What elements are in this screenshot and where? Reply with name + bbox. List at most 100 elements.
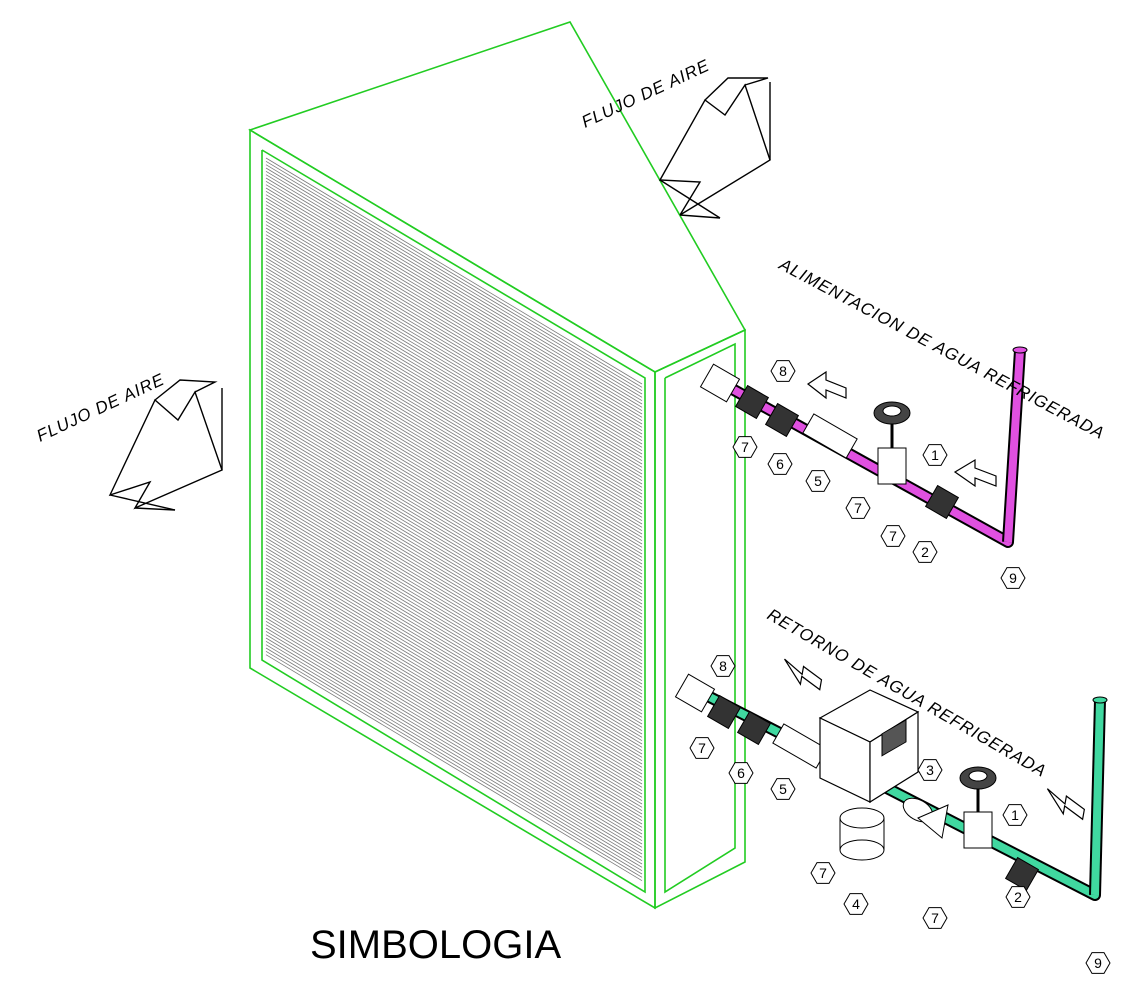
fin-line	[265, 427, 643, 655]
marker-number: 7	[819, 865, 827, 881]
supply-flow-arrows	[806, 370, 997, 488]
return-marker: 2	[1005, 886, 1031, 908]
fin-line	[265, 324, 643, 552]
fin-line	[265, 207, 643, 435]
fin-line	[265, 474, 643, 702]
fin-line	[265, 610, 643, 838]
fin-line	[265, 304, 643, 532]
marker-number: 3	[926, 762, 934, 778]
marker-number: 7	[889, 528, 897, 544]
fin-line	[265, 604, 643, 832]
supply-marker: 6	[767, 453, 793, 475]
fin-line	[265, 200, 643, 428]
fin-line	[265, 287, 643, 515]
fin-line	[265, 557, 643, 785]
marker-hexagon	[843, 893, 869, 915]
fin-line	[265, 187, 643, 415]
fin-line	[265, 244, 643, 472]
fin-line	[265, 254, 643, 482]
fin-line	[265, 174, 643, 402]
fin-line	[265, 170, 643, 398]
marker-number: 7	[741, 439, 749, 455]
return-marker: 1	[1002, 804, 1028, 826]
fin-line	[265, 420, 643, 648]
fin-line	[265, 434, 643, 662]
fin-line	[265, 430, 643, 658]
supply-marker: 1	[922, 444, 948, 466]
fin-line	[265, 627, 643, 855]
return-marker: 6	[728, 762, 754, 784]
marker-hexagon	[1005, 886, 1031, 908]
marker-number: 5	[779, 781, 787, 797]
airflow-label-top: FLUJO DE AIRE	[579, 56, 713, 132]
fin-line	[265, 650, 643, 878]
fin-line	[265, 387, 643, 615]
fin-line	[265, 374, 643, 602]
fin-line	[265, 177, 643, 405]
marker-hexagon	[710, 655, 736, 677]
fin-line	[265, 290, 643, 518]
fin-line	[265, 217, 643, 445]
fin-line	[265, 444, 643, 672]
fin-line	[265, 580, 643, 808]
fin-line	[265, 347, 643, 575]
fin-line	[265, 584, 643, 812]
fin-line	[265, 497, 643, 725]
marker-number: 8	[719, 658, 727, 674]
fin-line	[265, 237, 643, 465]
fin-line	[265, 260, 643, 488]
fin-line	[265, 230, 643, 458]
marker-hexagon	[770, 778, 796, 800]
fin-line	[265, 540, 643, 768]
fin-line	[265, 194, 643, 422]
fin-line	[265, 554, 643, 782]
fin-line	[265, 447, 643, 675]
fin-line	[265, 210, 643, 438]
supply-marker: 8	[770, 360, 796, 382]
fin-line	[265, 437, 643, 665]
fin-line	[265, 504, 643, 732]
return-marker: 7	[810, 862, 836, 884]
supply-marker: 9	[1000, 567, 1026, 589]
fin-line	[265, 307, 643, 535]
fin-line	[265, 404, 643, 632]
marker-hexagon	[732, 436, 758, 458]
fin-line	[265, 480, 643, 708]
supply-piping	[699, 346, 1028, 548]
fin-line	[265, 294, 643, 522]
airflow-arrow-top	[658, 77, 771, 219]
return-marker: 7	[689, 737, 715, 759]
fin-line	[265, 544, 643, 772]
fin-line	[265, 417, 643, 645]
marker-number: 6	[776, 456, 784, 472]
fin-line	[265, 524, 643, 752]
marker-hexagon	[689, 737, 715, 759]
fin-line	[265, 564, 643, 792]
fin-line	[265, 280, 643, 508]
fin-line	[265, 247, 643, 475]
marker-hexagon	[912, 541, 938, 563]
fin-line	[265, 360, 643, 588]
fin-line	[265, 297, 643, 525]
fin-line	[265, 607, 643, 835]
fin-line	[265, 507, 643, 735]
fin-line	[265, 587, 643, 815]
fin-line	[265, 350, 643, 578]
marker-hexagon	[922, 907, 948, 929]
marker-number: 5	[814, 473, 822, 489]
fin-line	[265, 354, 643, 582]
fin-line	[265, 380, 643, 608]
fin-line	[265, 550, 643, 778]
supply-marker: 5	[805, 470, 831, 492]
fin-line	[265, 344, 643, 572]
fin-line	[265, 490, 643, 718]
marker-hexagon	[1085, 952, 1111, 974]
coil-fins	[265, 157, 643, 882]
return-piping	[674, 673, 1108, 901]
fin-line	[265, 284, 643, 512]
return-marker: 3	[917, 759, 943, 781]
fin-line	[265, 457, 643, 685]
legend-title: SIMBOLOGIA	[310, 923, 561, 967]
fin-line	[265, 364, 643, 592]
